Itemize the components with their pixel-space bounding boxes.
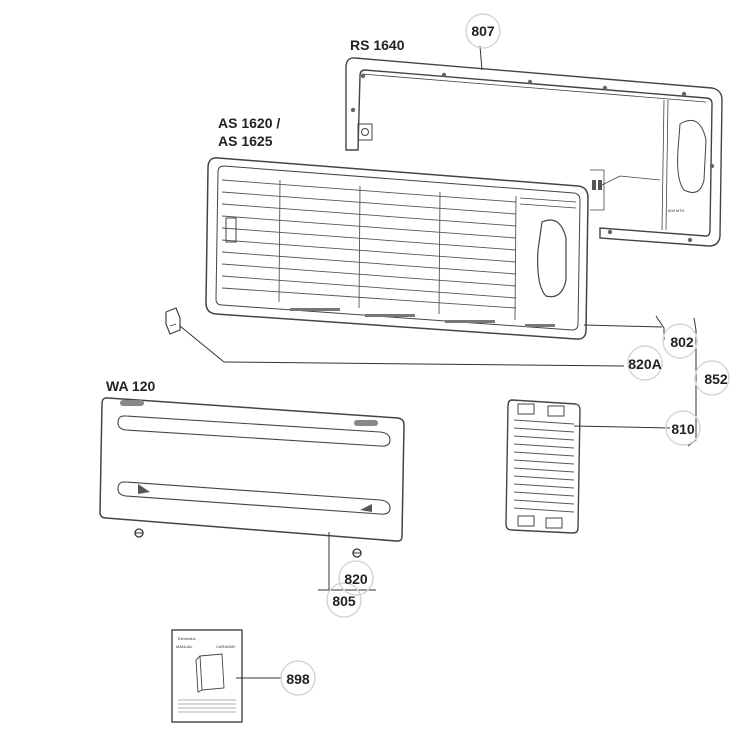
part-820: 820 xyxy=(344,571,368,587)
svg-text:808 MTH: 808 MTH xyxy=(668,208,685,213)
manual-line1: MANUAL xyxy=(176,644,193,649)
part-807: 807 xyxy=(471,23,495,39)
frame-screws xyxy=(350,72,715,243)
label-as1620: AS 1620 / xyxy=(218,115,280,131)
winter-cover-wa120 xyxy=(99,397,405,542)
mounting-frame-rs1640: 808 MTH xyxy=(345,57,723,247)
grille-insert-810 xyxy=(505,399,581,534)
part-810: 810 xyxy=(671,421,695,437)
label-rs1640: RS 1640 xyxy=(350,37,405,53)
part-802: 802 xyxy=(670,334,694,350)
manual-brand: Electrolux xyxy=(178,636,196,641)
callouts xyxy=(280,13,730,696)
clip-820a xyxy=(165,307,181,335)
manual-booklet: Electrolux MANUAL CARAVAN xyxy=(171,629,243,723)
part-852: 852 xyxy=(704,371,728,387)
part-820a: 820A xyxy=(628,356,661,372)
grille-louvres xyxy=(221,179,517,309)
screw-icon xyxy=(134,528,362,558)
label-wa120: WA 120 xyxy=(106,378,155,394)
label-as1625: AS 1625 xyxy=(218,133,273,149)
ventilation-grille-as1620 xyxy=(205,157,589,340)
part-898: 898 xyxy=(286,671,310,687)
part-805: 805 xyxy=(332,593,356,609)
manual-line2: CARAVAN xyxy=(216,644,235,649)
